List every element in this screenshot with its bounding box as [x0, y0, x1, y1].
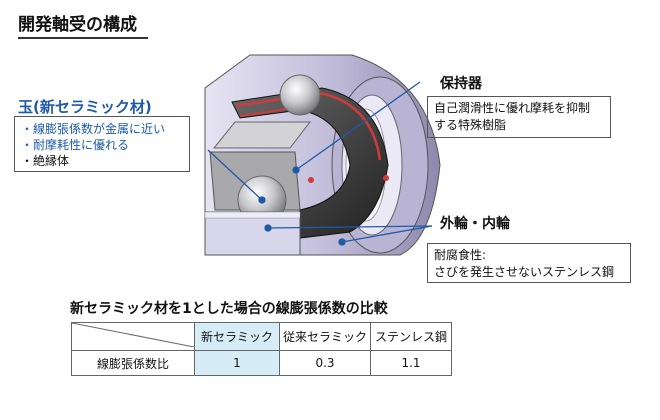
corner-diagonal — [71, 322, 195, 348]
inner-ring-top — [212, 121, 312, 149]
leader-ball — [207, 149, 263, 201]
ball-feature-1: ・線膨張係数が金属に近い — [21, 122, 166, 136]
leader-ring-dot-2 — [338, 238, 346, 246]
value-new-ceramic: 1 — [194, 350, 280, 376]
retainer-desc-line-1: 自己潤滑性に優れ摩耗を抑制 — [434, 101, 591, 115]
row-label: 線膨張係数比 — [71, 350, 195, 376]
header-old-ceramic: 従来セラミック — [279, 322, 371, 351]
leader-ring-1 — [267, 225, 433, 229]
outer-ring-front — [204, 211, 301, 256]
leader-ring-dot-1 — [264, 224, 272, 232]
rings-desc-line-2: さびを発生させないステンレス鋼 — [434, 265, 615, 279]
retainer-desc-box: 自己潤滑性に優れ摩耗を抑制 する特殊樹脂 — [427, 96, 611, 138]
ball-features-box: ・線膨張係数が金属に近い ・耐摩耗性に優れる ・絶縁体 — [14, 116, 190, 172]
seal-dot — [308, 177, 314, 183]
ball-feature-3: ・絶縁体 — [21, 154, 70, 168]
leader-retainer — [295, 81, 421, 171]
ball-heading: 玉(新セラミック材) — [18, 98, 152, 116]
rings-desc-line-1: 耐腐食性: — [434, 248, 487, 262]
rings-label: 外輪・内輪 — [440, 216, 510, 232]
page-title: 開発軸受の構成 — [18, 15, 137, 35]
table-row: 線膨張係数比 1 0.3 1.1 — [71, 350, 452, 376]
title-underline — [18, 37, 148, 39]
seal-dot — [383, 175, 389, 181]
leader-retainer-dot — [292, 166, 300, 174]
ball-feature-2: ・耐摩耗性に優れる — [21, 138, 130, 152]
comparison-table: 新セラミック 従来セラミック ステンレス鋼 線膨張係数比 1 0.3 1.1 — [71, 322, 452, 376]
top-ball — [279, 74, 321, 116]
retainer — [231, 87, 389, 239]
header-new-ceramic: 新セラミック — [194, 322, 280, 351]
comparison-title: 新セラミック材を1とした場合の線膨張係数の比較 — [70, 301, 388, 317]
seal-line — [235, 91, 382, 161]
leader-ring-2 — [341, 225, 433, 243]
retainer-desc-line-2: する特殊樹脂 — [434, 118, 507, 132]
rings-desc-box: 耐腐食性: さびを発生させないステンレス鋼 — [427, 243, 631, 283]
retainer-label: 保持器 — [440, 76, 482, 92]
leader-ball-dot — [258, 196, 266, 204]
value-stainless: 1.1 — [370, 350, 452, 376]
header-stainless: ステンレス鋼 — [370, 322, 452, 351]
table-header-row: 新セラミック 従来セラミック ステンレス鋼 — [71, 322, 452, 351]
value-old-ceramic: 0.3 — [279, 350, 371, 376]
outer-ring-front-edge — [204, 211, 301, 219]
table-corner-cell — [71, 322, 195, 351]
